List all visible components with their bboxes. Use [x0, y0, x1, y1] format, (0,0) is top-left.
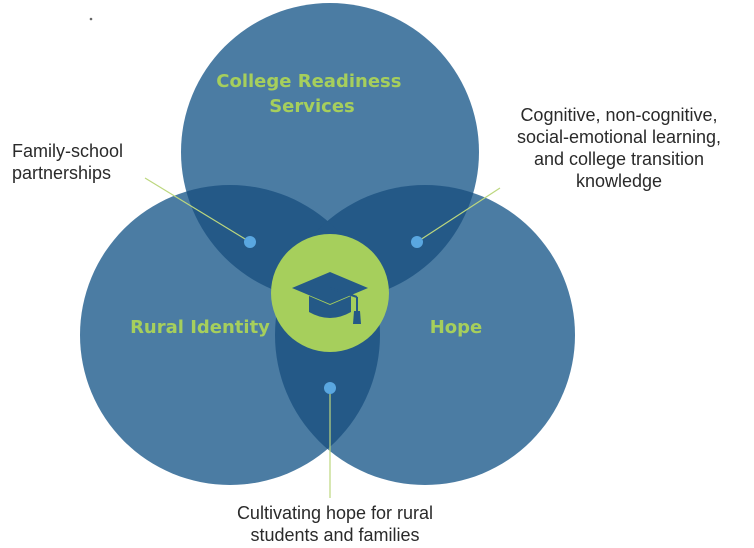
label-college-readiness-line-1: College Readiness: [216, 71, 401, 92]
label-rural-identity-line-1: Rural Identity: [130, 317, 270, 338]
callout-cognitive: Cognitive, non-cognitive, social-emotion…: [488, 104, 750, 192]
label-college-readiness-line-2: Services: [269, 96, 355, 117]
label-hope: Hope: [430, 317, 483, 338]
callout-family-school: Family-school partnerships: [12, 140, 172, 184]
leader-line-family: [144, 177, 251, 243]
graduation-cap-icon: [292, 272, 368, 324]
callout-hope-line-1: Cultivating hope for rural: [236, 503, 434, 523]
dot-family-school: [244, 236, 256, 248]
speck-mark: [89, 17, 93, 21]
callout-cognitive-line-2: social-emotional learning,: [516, 127, 722, 147]
callout-cognitive-line-3: and college transition: [533, 149, 705, 169]
callout-cognitive-line-1: Cognitive, non-cognitive,: [520, 105, 718, 125]
label-hope-line-1: Hope: [430, 317, 483, 338]
callout-family-line-2: partnerships: [12, 163, 112, 183]
callout-cultivating-hope: Cultivating hope for rural students and …: [195, 502, 475, 546]
leader-line-cognitive: [416, 187, 501, 243]
callout-hope-line-2: students and families: [250, 525, 420, 545]
label-rural-identity: Rural Identity: [130, 317, 270, 338]
callout-family-line-1: Family-school: [12, 141, 124, 161]
label-college-readiness: College Readiness Services: [216, 71, 407, 117]
callout-cognitive-line-4: knowledge: [575, 171, 663, 191]
dot-cognitive: [411, 236, 423, 248]
dot-cultivating-hope: [324, 382, 336, 394]
